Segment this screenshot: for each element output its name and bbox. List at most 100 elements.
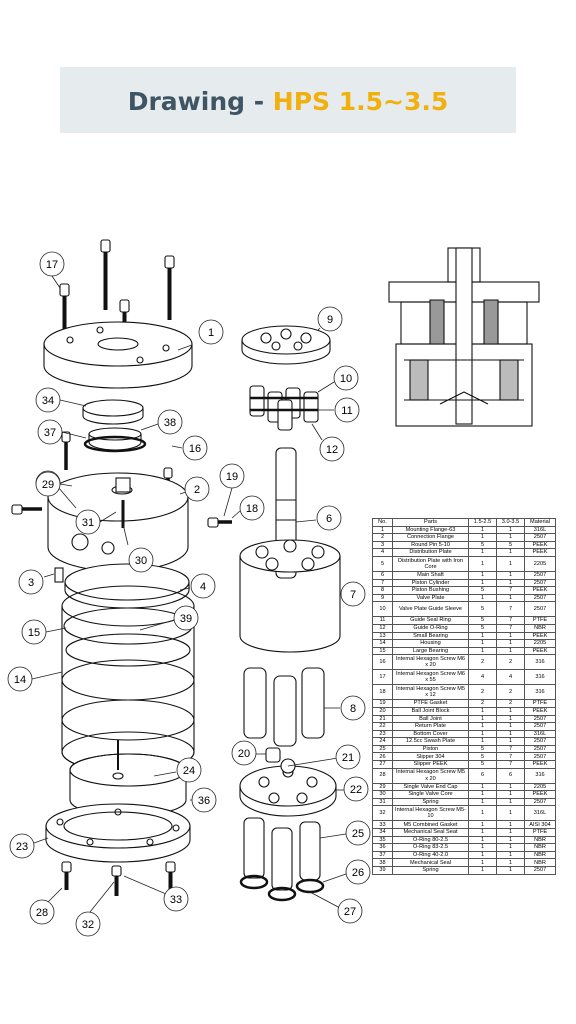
cell-qty-large: 1 bbox=[496, 820, 525, 830]
cell-part: 12.5cc Swash Plate bbox=[392, 737, 469, 746]
callout-30: 30 bbox=[121, 519, 154, 573]
cell-qty-small: 1 bbox=[468, 790, 497, 799]
cell-material: NBR bbox=[524, 623, 556, 633]
cell-qty-small: 1 bbox=[468, 828, 497, 837]
svg-text:21: 21 bbox=[342, 752, 354, 764]
cell-part: Single Valve Core bbox=[392, 790, 469, 799]
cell-qty-small: 1 bbox=[468, 714, 497, 724]
cell-no: 8 bbox=[372, 586, 393, 595]
cell-part: Round Pin 5-10 bbox=[392, 540, 469, 550]
cell-no: 30 bbox=[372, 790, 393, 799]
header-qty-small: 1.5-2.5 bbox=[468, 518, 497, 527]
cell-material: 2507 bbox=[524, 866, 556, 875]
cell-qty-large: 1 bbox=[496, 722, 525, 731]
cell-material: PEEK bbox=[524, 631, 556, 641]
svg-text:33: 33 bbox=[170, 894, 182, 906]
cell-part: O-Ring 40-2.0 bbox=[392, 850, 469, 860]
cell-material: PEEK bbox=[524, 646, 556, 656]
cell-no: 33 bbox=[372, 820, 393, 830]
callout-8: 8 bbox=[324, 695, 366, 721]
cell-qty-small: 1 bbox=[468, 782, 497, 792]
callout-10: 10 bbox=[317, 365, 359, 393]
cell-no: 20 bbox=[372, 706, 393, 716]
cell-material: PEEK bbox=[524, 790, 556, 799]
cell-qty-small: 6 bbox=[468, 767, 497, 784]
cell-qty-small: 1 bbox=[468, 835, 497, 845]
cell-qty-large: 1 bbox=[496, 555, 525, 572]
cell-part: Return Plate bbox=[392, 722, 469, 731]
cell-qty-small: 1 bbox=[468, 722, 497, 731]
cell-qty-small: 5 bbox=[468, 586, 497, 595]
cell-part: Connection Flange bbox=[392, 533, 469, 542]
cell-qty-small: 1 bbox=[468, 578, 497, 588]
callout-1: 1 bbox=[177, 319, 224, 351]
cell-qty-large: 1 bbox=[496, 805, 525, 822]
cell-material: AISI 304 bbox=[524, 820, 556, 830]
cell-material: 316 bbox=[524, 669, 556, 686]
cell-part: O-Ring 83-2.5 bbox=[392, 843, 469, 852]
cell-qty-small: 2 bbox=[468, 699, 497, 708]
cell-material: 2507 bbox=[524, 722, 556, 731]
cell-qty-small: 5 bbox=[468, 752, 497, 762]
svg-text:39: 39 bbox=[180, 613, 192, 625]
svg-text:23: 23 bbox=[16, 841, 28, 853]
callout-23: 23 bbox=[9, 833, 49, 859]
title-model: HPS 1.5~3.5 bbox=[272, 87, 449, 116]
cell-part: Distribution Plate bbox=[392, 548, 469, 557]
cell-qty-large: 1 bbox=[496, 828, 525, 837]
cell-qty-small: 1 bbox=[468, 843, 497, 852]
cell-no: 9 bbox=[372, 593, 393, 603]
cell-qty-large: 2 bbox=[496, 654, 525, 671]
cell-part: Piston bbox=[392, 744, 469, 754]
cell-qty-large: 4 bbox=[496, 669, 525, 686]
callout-3: 3 bbox=[18, 569, 55, 595]
callout-16: 16 bbox=[171, 435, 208, 461]
cell-qty-large: 1 bbox=[496, 782, 525, 792]
svg-text:17: 17 bbox=[46, 259, 58, 271]
cell-qty-small: 1 bbox=[468, 570, 497, 580]
svg-text:27: 27 bbox=[344, 906, 356, 918]
cell-qty-large: 1 bbox=[496, 737, 525, 746]
cell-no: 19 bbox=[372, 699, 393, 708]
cell-part: Small Bearing bbox=[392, 631, 469, 641]
cell-no: 31 bbox=[372, 797, 393, 807]
cell-no: 34 bbox=[372, 828, 393, 837]
cell-qty-large: 7 bbox=[496, 616, 525, 625]
callout-26: 26 bbox=[322, 859, 371, 885]
svg-text:37: 37 bbox=[44, 427, 56, 439]
page-title: Drawing - HPS 1.5~3.5 bbox=[60, 67, 516, 133]
cell-qty-large: 1 bbox=[496, 631, 525, 641]
cell-part: Single Valve End Cap bbox=[392, 782, 469, 792]
housing bbox=[61, 585, 195, 773]
cell-qty-small: 1 bbox=[468, 866, 497, 875]
callout-21: 21 bbox=[287, 744, 361, 770]
callout-19: 19 bbox=[219, 463, 245, 517]
cell-qty-large: 1 bbox=[496, 570, 525, 580]
callout-37: 37 bbox=[37, 419, 87, 445]
cell-no: 26 bbox=[372, 752, 393, 762]
cell-no: 25 bbox=[372, 744, 393, 754]
callout-36: 36 bbox=[190, 787, 217, 813]
cell-qty-small: 5 bbox=[468, 760, 497, 769]
cell-qty-large: 1 bbox=[496, 790, 525, 799]
header-qty-large: 3.0-3.5 bbox=[496, 518, 525, 527]
cell-qty-large: 1 bbox=[496, 843, 525, 852]
cell-part: Piston Cylinder bbox=[392, 578, 469, 588]
svg-text:24: 24 bbox=[183, 765, 195, 777]
cell-part: Valve Plate bbox=[392, 593, 469, 603]
cell-qty-large: 1 bbox=[496, 639, 525, 648]
callout-17: 17 bbox=[39, 251, 65, 289]
cell-material: PEEK bbox=[524, 540, 556, 550]
svg-text:1: 1 bbox=[208, 327, 214, 339]
